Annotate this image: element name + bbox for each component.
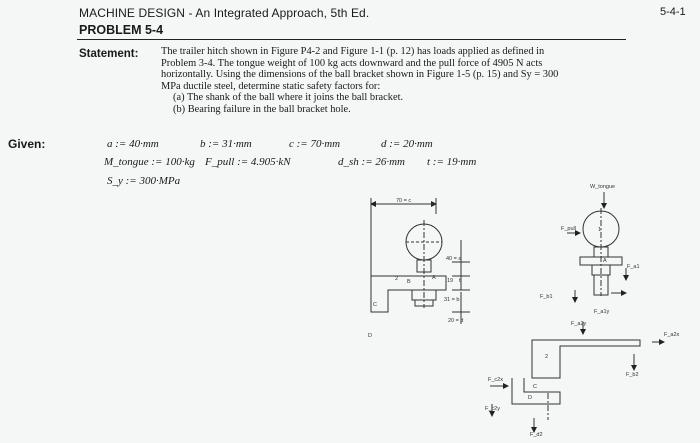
w-tongue-label: W_tongue: [590, 184, 615, 190]
statement-line: Problem 3-4. The tongue weight of 100 kg…: [161, 57, 543, 69]
label-c: C: [373, 302, 377, 308]
label-c-fbd: C: [533, 384, 537, 390]
given-d: d := 20·mm: [381, 138, 433, 150]
ball-number: 1: [598, 227, 601, 233]
dim-d-label: 20 = d: [448, 318, 463, 324]
given-c: c := 70·mm: [289, 138, 341, 150]
problem-heading: PROBLEM 5-4: [79, 23, 164, 37]
f-c2y-label: F_c2y: [485, 406, 500, 412]
statement-line: horizontally. Using the dimensions of th…: [161, 69, 559, 81]
f-pull-label: F_pull: [561, 226, 576, 232]
dim-19-label: 19: [447, 278, 453, 284]
label-a-fbd: A: [603, 258, 607, 264]
f-a1-label: F_a1: [627, 264, 640, 270]
given-label: Given:: [8, 137, 46, 151]
f-d2-label: F_d2: [530, 432, 543, 438]
statement-line: MPa ductile steel, determine static safe…: [161, 80, 381, 92]
label-b: B: [407, 279, 411, 285]
statement-line: The trailer hitch shown in Figure P4-2 a…: [161, 46, 545, 57]
f-b1-label: F_b1: [540, 294, 553, 300]
dim-c-label: 70 = c: [396, 198, 411, 204]
f-a1y-label: F_a1y: [594, 309, 610, 315]
heading-rule: [77, 39, 626, 40]
label-d-fbd: D: [528, 395, 532, 401]
statement-label: Statement:: [79, 48, 139, 60]
page-number: 5-4-1: [660, 6, 686, 18]
given-b: b := 31·mm: [200, 138, 252, 150]
given-f-pull: F_pull := 4.905·kN: [205, 156, 291, 168]
book-title: MACHINE DESIGN - An Integrated Approach,…: [79, 6, 370, 20]
given-t: t := 19·mm: [427, 156, 477, 168]
label-a: A: [432, 275, 436, 281]
bracket-number: 2: [545, 354, 548, 360]
dim-b-label: 31 = b: [444, 297, 459, 303]
dim-a-label: 40 = a: [446, 256, 462, 262]
given-m-tongue: M_tongue := 100·kg: [104, 156, 195, 168]
statement-text: The trailer hitch shown in Figure P4-2 a…: [161, 46, 601, 116]
label-d: D: [368, 333, 372, 339]
f-a2x-label: F_a2x: [664, 332, 680, 338]
given-s-y: S_y := 300·MPa: [107, 175, 181, 187]
statement-line: (a) The shank of the ball where it joins…: [173, 92, 404, 104]
label-2: 2: [395, 276, 398, 282]
f-a2y-label: F_a2y: [571, 321, 587, 327]
statement-line: (b) Bearing failure in the ball bracket …: [173, 103, 351, 115]
given-d-sh: d_sh := 26·mm: [338, 156, 406, 168]
given-a: a := 40·mm: [107, 138, 159, 150]
f-b2-label: F_b2: [626, 372, 639, 378]
f-c2x-label: F_c2x: [488, 377, 503, 383]
dim-t-label: t: [459, 278, 461, 284]
